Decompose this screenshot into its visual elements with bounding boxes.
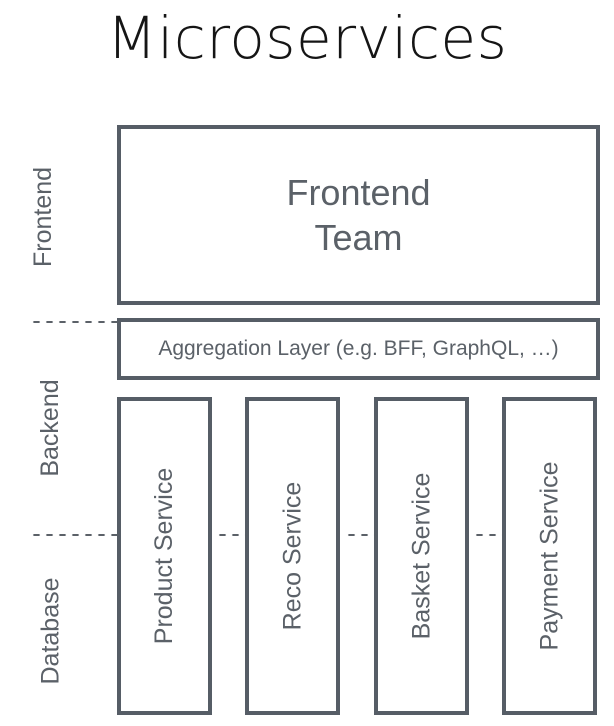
service-box-payment: Payment Service	[502, 397, 597, 715]
service-box-basket: Basket Service	[374, 397, 469, 715]
page-title: Microservices	[106, 4, 508, 72]
lane-label-backend: Backend	[36, 379, 64, 477]
service-label-basket: Basket Service	[407, 472, 436, 640]
service-label-reco: Reco Service	[278, 481, 307, 631]
service-box-product: Product Service	[117, 397, 212, 715]
lane-label-database: Database	[36, 577, 65, 685]
service-label-product: Product Service	[150, 467, 179, 645]
lane-divider-backend-database-gap-3	[473, 533, 505, 537]
lane-divider-backend-database-gap-1	[216, 533, 248, 537]
lane-divider-frontend-backend	[30, 320, 118, 324]
frontend-team-label: Frontend Team	[286, 172, 431, 258]
lane-divider-backend-database-gap-2	[345, 533, 377, 537]
aggregation-layer-box: Aggregation Layer (e.g. BFF, GraphQL, …)	[117, 318, 600, 380]
frontend-team-box: Frontend Team	[117, 125, 600, 305]
service-label-payment: Payment Service	[535, 461, 564, 651]
lane-divider-backend-database	[30, 533, 118, 537]
aggregation-layer-label: Aggregation Layer (e.g. BFF, GraphQL, …)	[158, 337, 559, 360]
lane-label-frontend: Frontend	[29, 166, 57, 268]
service-box-reco: Reco Service	[245, 397, 340, 715]
